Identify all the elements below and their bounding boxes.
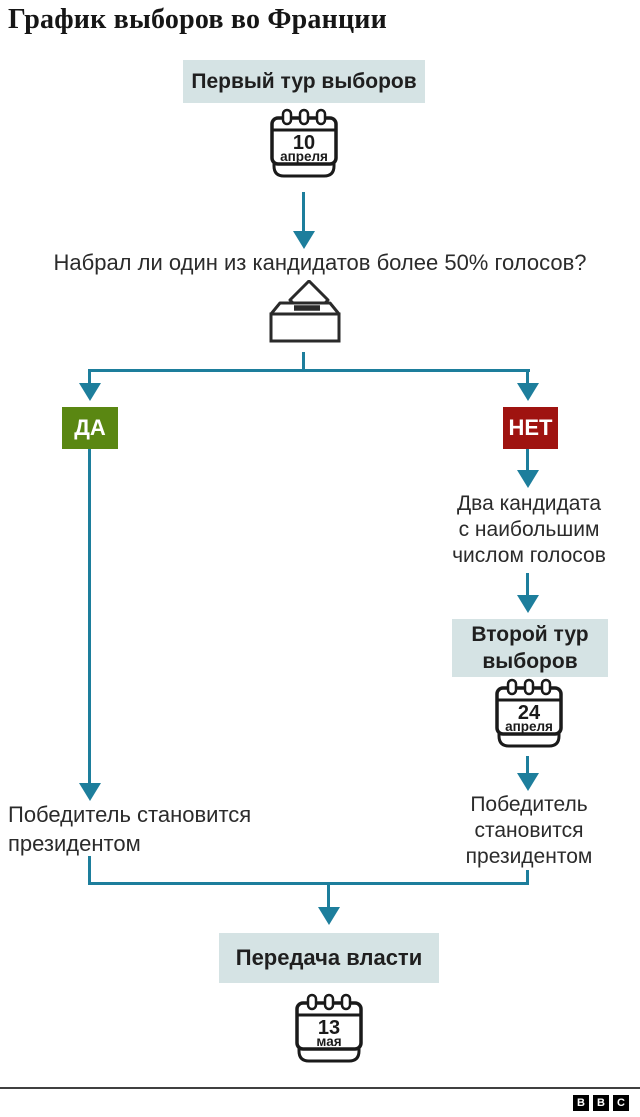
connector-line [526, 449, 529, 471]
connector-line [88, 369, 91, 384]
connector-line [526, 573, 529, 596]
winner-text-left: Победитель становится президентом [8, 802, 252, 856]
yes-badge: ДА [62, 407, 118, 449]
calendar-month: апреля [280, 149, 328, 164]
footer-divider [0, 1087, 640, 1089]
arrowhead-down-icon [318, 907, 340, 925]
top-two-candidates-text: Два кандидата с наибольшим числом голосо… [452, 492, 606, 567]
bbc-logo-block: B [573, 1095, 589, 1111]
ballot-box-icon [269, 280, 341, 343]
calendar-day: 13 [318, 1017, 340, 1039]
bbc-logo: B B C [573, 1095, 629, 1111]
calendar-day: 10 [293, 132, 315, 154]
question-text: Набрал ли один из кандидатов более 50% г… [53, 250, 587, 275]
arrowhead-down-icon [293, 231, 315, 249]
page-title: График выборов во Франции [8, 4, 387, 35]
winner-text-right: Победитель становится президентом [465, 793, 593, 868]
calendar-icon: 24 апреля [495, 678, 563, 748]
step-second-round-box: Второй тур выборов [452, 619, 608, 677]
connector-line [88, 449, 91, 784]
arrowhead-down-icon [79, 383, 101, 401]
calendar-month: апреля [505, 719, 553, 734]
connector-line [526, 369, 529, 384]
connector-line [526, 870, 529, 885]
arrowhead-down-icon [517, 470, 539, 488]
connector-line [526, 756, 529, 774]
calendar-day: 24 [518, 702, 541, 724]
connector-line [302, 352, 305, 371]
connector-line [327, 882, 330, 909]
calendar-month: мая [316, 1034, 341, 1049]
connector-line [302, 192, 305, 232]
arrowhead-down-icon [517, 773, 539, 791]
connector-line [88, 369, 530, 372]
arrowhead-down-icon [517, 383, 539, 401]
arrowhead-down-icon [517, 595, 539, 613]
connector-line [88, 856, 91, 885]
no-badge: НЕТ [503, 407, 558, 449]
bbc-logo-block: C [613, 1095, 629, 1111]
step-first-round-box: Первый тур выборов [183, 60, 425, 103]
calendar-icon: 13 мая [295, 993, 363, 1063]
arrowhead-down-icon [79, 783, 101, 801]
connector-line [88, 882, 529, 885]
power-transfer-box: Передача власти [219, 933, 439, 983]
bbc-logo-block: B [593, 1095, 609, 1111]
calendar-icon: 10 апреля [270, 108, 338, 178]
